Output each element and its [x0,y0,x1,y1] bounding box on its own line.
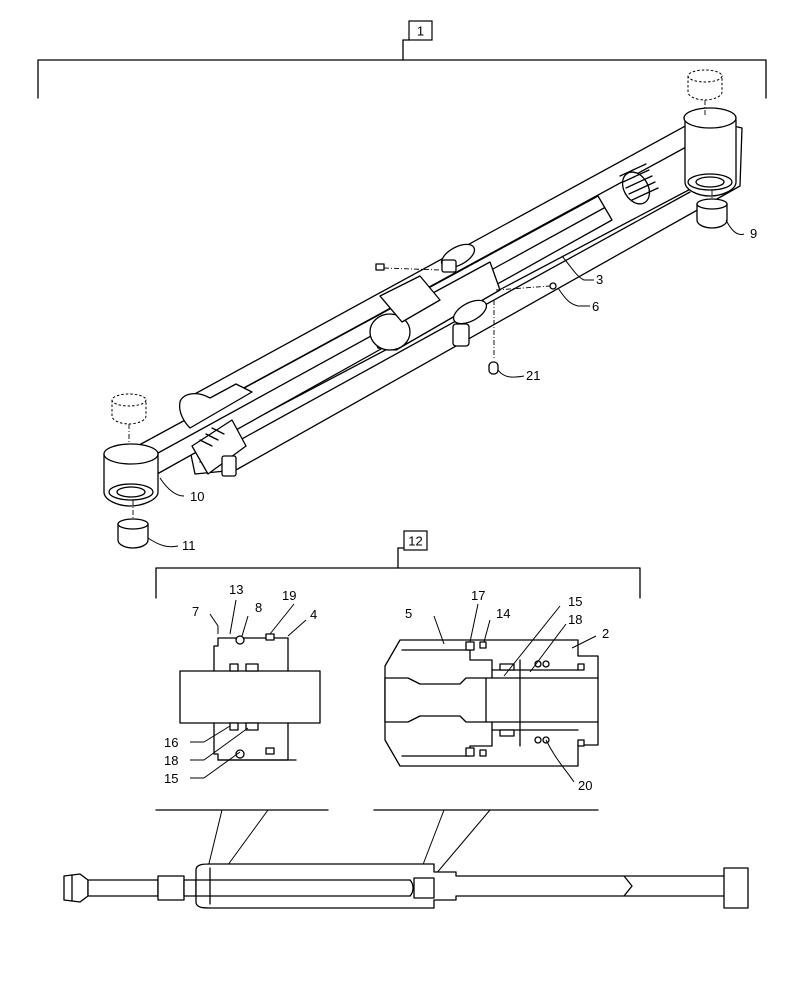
callout-6: 6 [592,299,599,314]
assembly-bracket-1: 1 [37,20,767,99]
ghost-bushings [111,69,723,444]
small-fittings [375,263,557,375]
callout-5: 5 [405,606,412,621]
callout-15-right: 15 [568,594,582,609]
callout-16: 16 [164,735,178,750]
gland-section [384,603,599,783]
callout-box-12 [403,530,428,551]
callout-14: 14 [496,606,510,621]
callout-2: 2 [602,626,609,641]
callout-3: 3 [596,272,603,287]
bushing-part-11 [117,500,149,549]
callout-13: 13 [229,582,243,597]
callout-9: 9 [750,226,757,241]
piston-section [179,599,321,779]
callout-17: 17 [471,588,485,603]
callout-11: 11 [182,538,196,553]
callout-21: 21 [526,368,540,383]
callout-18-right: 18 [568,612,582,627]
callout-12: 12 [408,534,422,549]
callout-7: 7 [192,604,199,619]
callout-box-1 [408,20,433,41]
leaders-upper [147,219,745,548]
cylinder-side-view [63,809,749,909]
callout-1: 1 [417,24,424,39]
callout-10: 10 [190,489,204,504]
callout-15-left: 15 [164,771,178,786]
callout-19: 19 [282,588,296,603]
callout-18-left: 18 [164,753,178,768]
cylinder-assembly [103,107,743,507]
callout-8: 8 [255,600,262,615]
callout-4: 4 [310,607,317,622]
assembly-bracket-12: 12 [155,530,641,599]
callout-20: 20 [578,778,592,793]
bushing-part-9 [696,190,728,229]
